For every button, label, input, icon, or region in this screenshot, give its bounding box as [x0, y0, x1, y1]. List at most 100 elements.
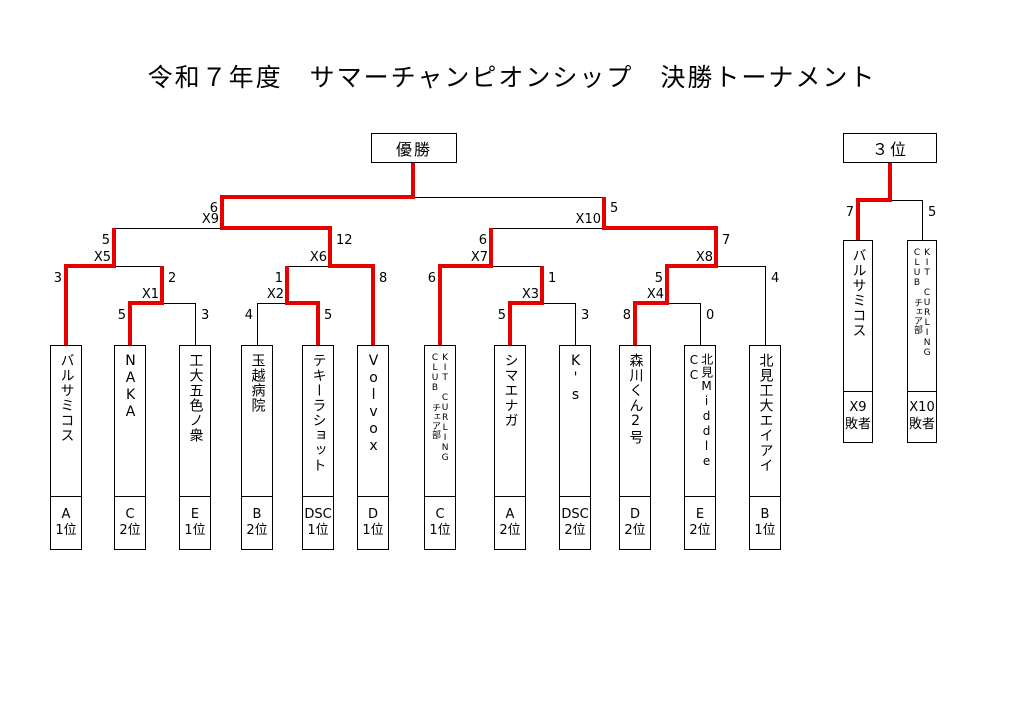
winner-path-line [220, 195, 415, 199]
winner-path-line [633, 301, 669, 305]
winner-path-line [128, 301, 164, 305]
winner-path-line [328, 226, 332, 268]
score-x4-right: 0 [706, 308, 715, 323]
loser-source-box: X10 敗者 [907, 391, 937, 443]
team-name: 工大五色ノ衆 [187, 353, 204, 443]
champion-box: 優勝 [371, 133, 457, 163]
score-x1-right: 3 [201, 308, 210, 323]
team-name-box: バルサミコス [50, 345, 82, 497]
winner-path-line [64, 264, 68, 345]
team-column: 北見工大エイアイ B 1位 [749, 345, 781, 550]
team-name: テキーラショット [310, 353, 327, 473]
score-x3-left: 5 [497, 308, 506, 323]
seed-group: C [125, 506, 135, 522]
winner-path-line [665, 264, 718, 268]
team-name: 森川くん2号 [627, 353, 644, 445]
bracket-line [195, 303, 196, 345]
seed-group: D [629, 506, 640, 522]
winner-path-line [856, 198, 860, 240]
team-name-box: KIT CURLING CLUB チェア部 [424, 345, 456, 497]
team-name: 北見Middle CC [687, 353, 714, 469]
seed-group: E [695, 506, 705, 522]
seed-group: A [505, 506, 515, 522]
winner-path-line [220, 226, 332, 230]
winner-path-line [508, 301, 544, 305]
seed-rank: 1位 [55, 523, 77, 538]
seed-rank: 1位 [307, 523, 329, 538]
winner-path-line [540, 266, 544, 305]
winner-path-line [285, 266, 289, 305]
score-final-left: 6 [209, 201, 218, 216]
seed-group: DSC [304, 506, 332, 522]
bracket-line [575, 303, 576, 345]
score-x10-left: 6 [478, 233, 487, 248]
team-column: Volvox D 1位 [357, 345, 389, 550]
seed-rank: 1位 [362, 523, 384, 538]
team-name: シマエナガ [502, 353, 519, 428]
seed-box: D 2位 [619, 496, 651, 550]
match-label-x7: X7 [470, 250, 488, 265]
seed-group: D [367, 506, 378, 522]
team-name: バルサミコス [58, 353, 75, 443]
third-place-column: KIT CURLING CLUB チェア部 X10 敗者 [907, 240, 937, 443]
match-label-x2: X2 [266, 287, 284, 302]
match-label-x8: X8 [695, 250, 713, 265]
seed-group: B [760, 506, 770, 522]
winner-path-line [64, 264, 116, 268]
match-label-x10: X10 [575, 212, 601, 227]
winner-path-line [128, 301, 132, 345]
team-name-box: シマエナガ [494, 345, 526, 497]
score-x9-left: 5 [101, 233, 110, 248]
team-name-box: 玉越病院 [241, 345, 273, 497]
seed-rank: 2位 [564, 523, 586, 538]
team-column: テキーラショット DSC 1位 [302, 345, 334, 550]
seed-box: C 2位 [114, 496, 146, 550]
seed-box: B 1位 [749, 496, 781, 550]
team-name: NAKA [122, 353, 139, 421]
winner-path-line [160, 266, 164, 305]
team-name-box: 森川くん2号 [619, 345, 651, 497]
team-name: K's [567, 353, 584, 404]
loser-source: X9 [849, 400, 867, 416]
team-name: 玉越病院 [249, 353, 266, 413]
loser-source: X10 [909, 400, 935, 416]
seed-group: DSC [561, 506, 589, 522]
winner-path-line [112, 228, 116, 268]
score-x10-right: 7 [722, 233, 731, 248]
match-label-x6: X6 [309, 250, 327, 265]
winner-path-line [285, 301, 320, 305]
score-third-right: 5 [928, 205, 937, 220]
seed-box: B 2位 [241, 496, 273, 550]
seed-group: B [252, 506, 262, 522]
team-name-box: テキーラショット [302, 345, 334, 497]
team-name-box: 北見工大エイアイ [749, 345, 781, 497]
seed-rank: 2位 [624, 523, 646, 538]
team-column: KIT CURLING CLUB チェア部 C 1位 [424, 345, 456, 550]
team-name-box: K's [559, 345, 591, 497]
score-x1-left: 5 [117, 308, 126, 323]
score-x5-right: 2 [168, 271, 177, 286]
score-x3-right: 3 [581, 308, 590, 323]
team-name: KIT CURLING CLUB チェア部 [430, 353, 451, 463]
score-x8-left: 5 [654, 271, 663, 286]
match-label-x3: X3 [521, 287, 539, 302]
score-final-right: 5 [610, 201, 619, 216]
seed-rank: 1位 [754, 523, 776, 538]
seed-box: E 2位 [684, 496, 716, 550]
winner-path-line [888, 163, 892, 202]
winner-path-line [411, 163, 415, 199]
seed-rank: 1位 [429, 523, 451, 538]
score-third-left: 7 [845, 205, 854, 220]
third-place-label: ３位 [871, 140, 908, 159]
loser-label: 敗者 [844, 417, 871, 432]
winner-path-line [602, 197, 606, 230]
seed-box: D 1位 [357, 496, 389, 550]
winner-path-line [438, 264, 442, 345]
score-x2-right: 5 [324, 308, 333, 323]
team-name-box: KIT CURLING CLUB チェア部 [907, 240, 937, 392]
score-x9-right: 12 [336, 233, 353, 248]
team-column: K's DSC 2位 [559, 345, 591, 550]
tournament-title: 令和７年度 サマーチャンピオンシップ 決勝トーナメント [147, 63, 877, 92]
team-name: KIT CURLING CLUB チェア部 [912, 248, 933, 358]
